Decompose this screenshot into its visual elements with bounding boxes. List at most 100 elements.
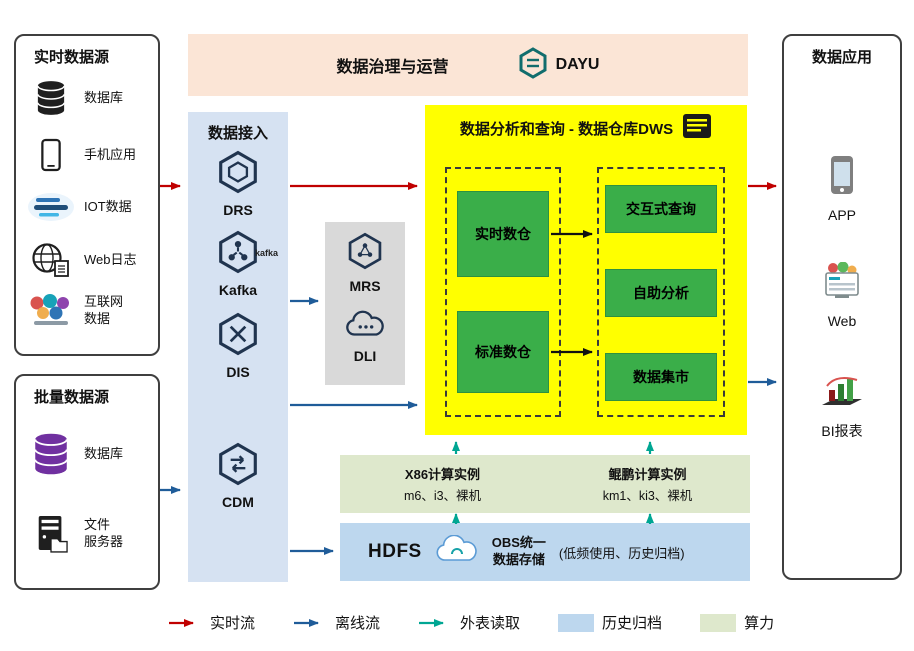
x86-cluster: X86计算实例 m6、i3、裸机	[340, 455, 545, 513]
node-label: DIS	[226, 364, 250, 380]
list-item: 数据库	[24, 80, 158, 116]
legend-label: 算力	[744, 615, 775, 632]
globe-document-icon	[24, 242, 78, 278]
data-applications-panel: 数据应用 APP Web BI报表	[782, 34, 902, 580]
application-label: BI报表	[821, 423, 863, 439]
legend-label: 外表读取	[460, 615, 521, 632]
app-phone-icon	[829, 154, 855, 201]
cluster-subtitle: km1、ki3、裸机	[602, 489, 693, 503]
mobile-phone-icon	[24, 138, 78, 172]
web-node: Web	[784, 261, 900, 329]
realtime-sources-title: 实时数据源	[34, 49, 110, 66]
list-item: 手机应用	[24, 138, 158, 172]
legend-label: 离线流	[335, 615, 381, 632]
dli-node: DLI	[325, 310, 405, 364]
source-label: 数据库	[84, 445, 124, 461]
storage-note: (低频使用、历史归档)	[558, 545, 685, 561]
kafka-node: kafka Kafka	[188, 230, 288, 298]
drs-hexagon-icon	[218, 150, 258, 199]
list-item: Web日志	[24, 242, 158, 278]
hdfs-label: HDFS	[368, 541, 422, 562]
legend-arrow-realtime	[169, 618, 194, 627]
dws-title: 数据分析和查询 - 数据仓库DWS	[459, 121, 674, 138]
application-label: Web	[827, 313, 857, 329]
compute-swatch	[700, 613, 737, 632]
kafka-hexagon-icon	[218, 230, 258, 279]
node-label: DRS	[223, 202, 253, 218]
dayu-logo: DAYU	[519, 46, 600, 84]
batch-sources-panel: 批量数据源 数据库 文件 服务器	[14, 374, 160, 590]
file-server-icon	[24, 514, 78, 554]
database-purple-icon	[24, 432, 78, 476]
bi-chart-icon	[820, 370, 864, 415]
node-label: MRS	[349, 278, 381, 294]
database-icon	[24, 80, 78, 116]
dws-analysis-group	[597, 167, 725, 417]
cluster-subtitle: m6、i3、裸机	[403, 489, 482, 503]
governance-title: 数据治理与运营	[336, 59, 449, 76]
internet-bubbles-icon	[24, 294, 78, 328]
source-label: 手机应用	[84, 146, 137, 162]
dws-warehouse-group	[445, 167, 561, 417]
cluster-title: 鲲鹏计算实例	[608, 467, 687, 482]
batch-sources-title: 批量数据源	[34, 389, 110, 406]
legend-item-external-read: 外表读取	[418, 612, 520, 633]
dayu-product-name: DAYU	[555, 56, 600, 73]
middleware-panel: MRS DLI	[325, 222, 405, 385]
applications-title: 数据应用	[811, 49, 872, 66]
mrs-hexagon-icon	[347, 232, 383, 275]
node-label: CDM	[222, 494, 254, 510]
legend-item-compute: 算力	[700, 612, 774, 633]
list-item: 互联网 数据	[24, 294, 158, 328]
data-ingestion-panel: 数据接入 DRS kafka Kafka DIS CDM	[188, 112, 288, 582]
source-label: Web日志	[84, 251, 137, 267]
legend-item-offline-flow: 离线流	[293, 612, 380, 633]
node-label: 实时数仓	[475, 226, 531, 242]
obs-cloud-icon	[435, 534, 479, 570]
dws-panel: 数据分析和查询 - 数据仓库DWS 实时数仓 标准数仓 交互式查询 自助分析 数…	[425, 105, 747, 435]
application-label: APP	[827, 207, 856, 223]
legend: 实时流 离线流 外表读取 历史归档 算力	[168, 612, 774, 633]
storage-panel: HDFS OBS统一 数据存储 (低频使用、历史归档)	[340, 523, 750, 581]
node-label: 数据集市	[633, 369, 689, 385]
governance-banner: 数据治理与运营 DAYU	[188, 34, 748, 96]
kunpeng-cluster: 鲲鹏计算实例 km1、ki3、裸机	[545, 455, 750, 513]
legend-item-archive: 历史归档	[558, 612, 662, 633]
source-label: IOT数据	[84, 198, 132, 214]
node-label: 标准数仓	[475, 344, 531, 360]
realtime-sources-panel: 实时数据源 数据库 手机应用 IOT数据 Web日志	[14, 34, 160, 356]
obs-label: OBS统一 数据存储	[491, 535, 546, 567]
node-label: DLI	[353, 348, 377, 364]
source-label: 互联网 数据	[84, 294, 124, 326]
cdm-node: CDM	[188, 442, 288, 510]
dayu-hexagon-icon	[519, 46, 547, 84]
list-item: 文件 服务器	[24, 514, 158, 554]
app-node: APP	[784, 154, 900, 223]
cluster-title: X86计算实例	[404, 467, 481, 482]
node-self-service-analysis: 自助分析	[605, 269, 717, 317]
kafka-wordmark: kafka	[255, 248, 279, 258]
bi-node: BI报表	[784, 370, 900, 441]
source-label: 数据库	[84, 89, 124, 105]
list-item: 数据库	[24, 432, 158, 476]
dli-cloud-icon	[345, 310, 385, 345]
iot-wordcloud-icon	[24, 192, 78, 222]
web-browser-icon	[821, 261, 863, 307]
list-item: IOT数据	[24, 192, 158, 222]
node-data-mart: 数据集市	[605, 353, 717, 401]
node-standard-warehouse: 标准数仓	[457, 311, 549, 393]
legend-label: 实时流	[210, 615, 256, 632]
archive-swatch	[558, 613, 595, 632]
node-realtime-warehouse: 实时数仓	[457, 191, 549, 277]
node-label: 自助分析	[633, 285, 689, 301]
drs-node: DRS	[188, 150, 288, 218]
legend-item-realtime-flow: 实时流	[168, 612, 255, 633]
dws-title-row: 数据分析和查询 - 数据仓库DWS	[425, 113, 747, 144]
dis-node: DIS	[188, 312, 288, 380]
node-label: 交互式查询	[626, 201, 696, 217]
ingestion-title: 数据接入	[207, 125, 268, 142]
node-label: Kafka	[218, 282, 258, 298]
legend-arrow-external	[419, 618, 445, 627]
dis-hexagon-icon	[218, 312, 258, 361]
